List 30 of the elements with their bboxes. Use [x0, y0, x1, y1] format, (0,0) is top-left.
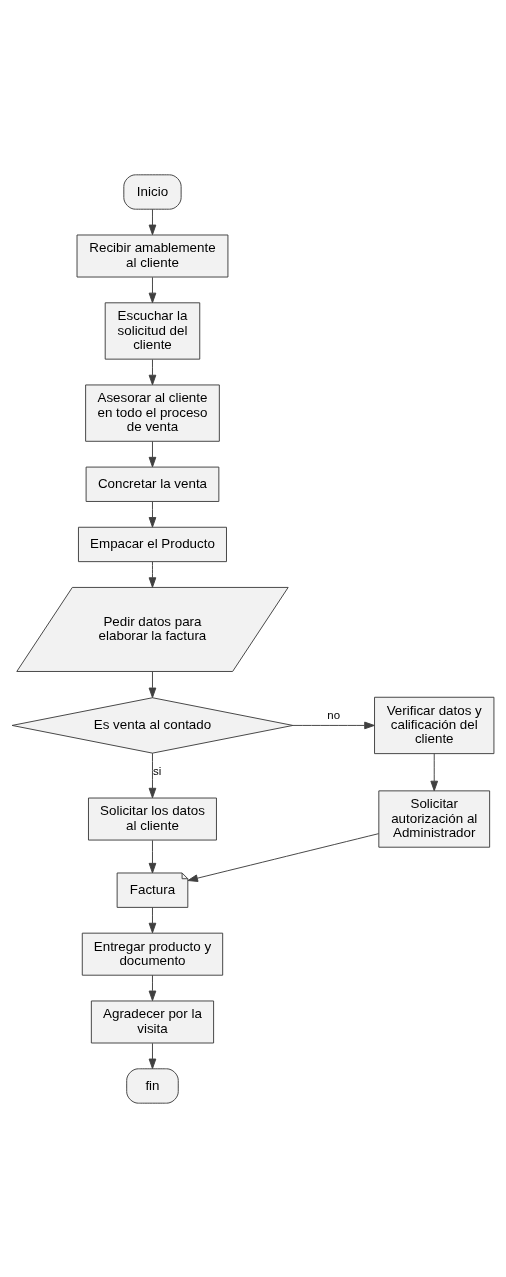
arrow: [148, 276, 157, 303]
arrow: [148, 560, 157, 588]
node-box: Entregar producto y documento: [81, 932, 224, 976]
node-box: Inicio: [123, 173, 182, 210]
node-box: Recibir amablemente al cliente: [76, 234, 229, 277]
edge-label: no: [327, 708, 341, 721]
node-diamond: Es venta al contado: [11, 696, 294, 754]
node-box: Escuchar la solicitud del cliente: [104, 301, 201, 360]
node-box: Verificar datos y calificación del cliente: [374, 696, 495, 754]
node-box: fin: [126, 1067, 179, 1104]
arrow: [148, 440, 157, 467]
node-box: Asesorar al cliente en todo el proceso de venta: [85, 383, 220, 442]
arrow: [148, 1042, 157, 1069]
arrow: [148, 752, 157, 798]
arrow: [148, 906, 157, 933]
arrow: [148, 358, 157, 385]
arrow: [148, 208, 157, 235]
node-box: Concretar la venta: [85, 466, 220, 502]
node-box: Solicitar autorización al Administrador: [378, 789, 491, 848]
arrow: [148, 670, 157, 698]
arrow: [148, 500, 157, 528]
arrow: [187, 832, 380, 882]
node-box: Empacar el Producto: [77, 526, 227, 562]
node-box: Agradecer por la visita: [90, 1000, 215, 1043]
arrow: [430, 752, 439, 791]
arrow: [292, 721, 375, 729]
arrow: [148, 974, 157, 1001]
edge-label: si: [153, 764, 162, 777]
arrow: [148, 839, 157, 873]
node-box: Solicitar los datos al cliente: [88, 797, 217, 841]
